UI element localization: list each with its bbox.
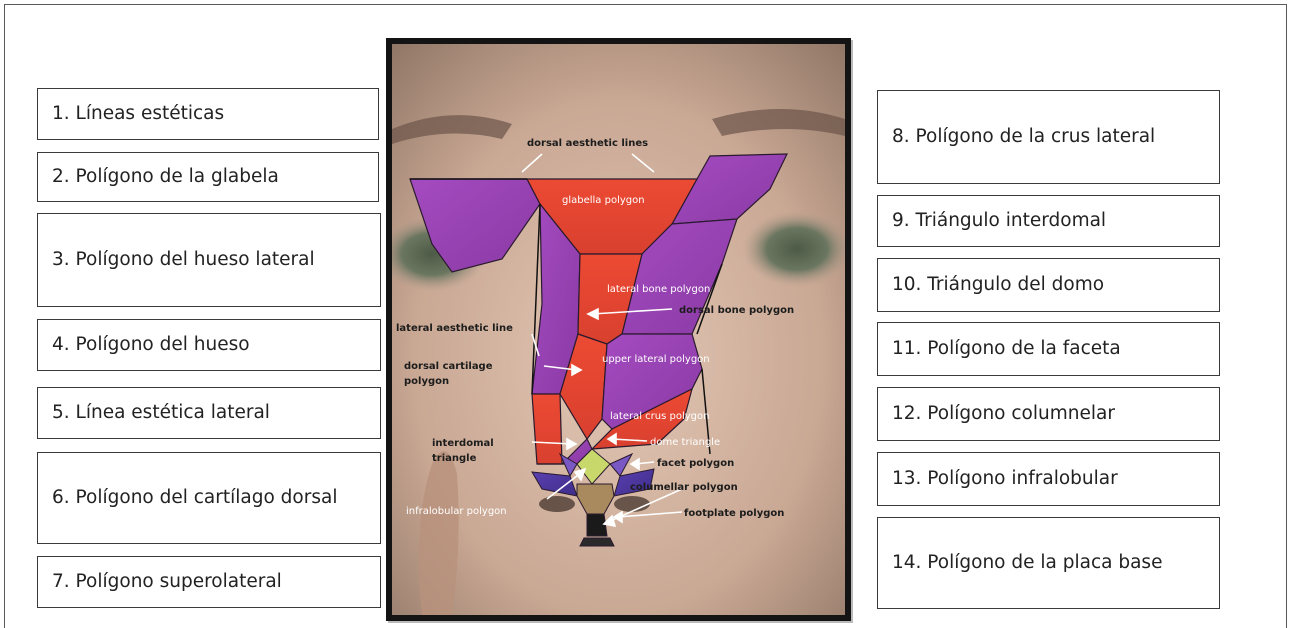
fig-label-lateral-crus-polygon: lateral crus polygon — [610, 411, 709, 422]
label-11-poligono-faceta: 11. Polígono de la faceta — [877, 322, 1220, 376]
fig-label-footplate-polygon: footplate polygon — [684, 508, 784, 519]
fig-label-dorsal-aesthetic-lines: dorsal aesthetic lines — [527, 138, 648, 149]
fig-label-glabella-polygon: glabella polygon — [562, 195, 645, 206]
label-4-poligono-hueso: 4. Polígono del hueso — [37, 319, 381, 371]
fig-label-lateral-aesthetic-line: lateral aesthetic line — [396, 323, 513, 334]
label-5-linea-estetica-lateral: 5. Línea estética lateral — [37, 387, 381, 439]
fig-label-dome-triangle: dome triangle — [650, 437, 720, 448]
label-3-poligono-hueso-lateral: 3. Polígono del hueso lateral — [37, 213, 381, 307]
label-14-poligono-placa-base: 14. Polígono de la placa base — [877, 517, 1220, 609]
label-10-triangulo-domo: 10. Triángulo del domo — [877, 258, 1220, 312]
fig-label-interdomal-2: triangle — [432, 453, 477, 464]
fig-label-dorsal-cartilage-2: polygon — [404, 376, 449, 387]
fig-label-infralobular-polygon: infralobular polygon — [406, 506, 507, 517]
fig-label-dorsal-bone-polygon: dorsal bone polygon — [679, 305, 794, 316]
left-nostril — [539, 496, 575, 512]
fig-label-interdomal-1: interdomal — [432, 438, 494, 449]
label-13-poligono-infralobular: 13. Polígono infralobular — [877, 452, 1220, 506]
nose-diagram-svg: dorsal aesthetic lines glabella polygon … — [392, 44, 845, 615]
footplate-shape — [580, 538, 614, 546]
label-9-triangulo-interdomal: 9. Triángulo interdomal — [877, 195, 1220, 247]
label-7-poligono-superolateral: 7. Polígono superolateral — [37, 556, 381, 608]
fig-label-lateral-bone-polygon: lateral bone polygon — [607, 284, 710, 295]
fig-label-columellar-polygon: columellar polygon — [630, 482, 738, 493]
label-8-poligono-crus-lateral: 8. Polígono de la crus lateral — [877, 90, 1220, 184]
fig-label-facet-polygon: facet polygon — [657, 458, 734, 469]
fig-label-dorsal-cartilage-1: dorsal cartilage — [404, 361, 493, 372]
dorsal-cartilage-left — [532, 394, 562, 464]
label-6-poligono-cartilago-dorsal: 6. Polígono del cartílago dorsal — [37, 452, 381, 544]
right-nostril — [614, 496, 650, 512]
columellar-shape — [587, 514, 607, 536]
label-2-poligono-glabela: 2. Polígono de la glabela — [37, 152, 379, 202]
label-1-lineas-esteticas: 1. Líneas estéticas — [37, 88, 379, 140]
nose-diagram-image: dorsal aesthetic lines glabella polygon … — [386, 38, 851, 621]
fig-label-upper-lateral-polygon: upper lateral polygon — [602, 354, 710, 365]
label-12-poligono-columnelar: 12. Polígono columnelar — [877, 387, 1220, 441]
